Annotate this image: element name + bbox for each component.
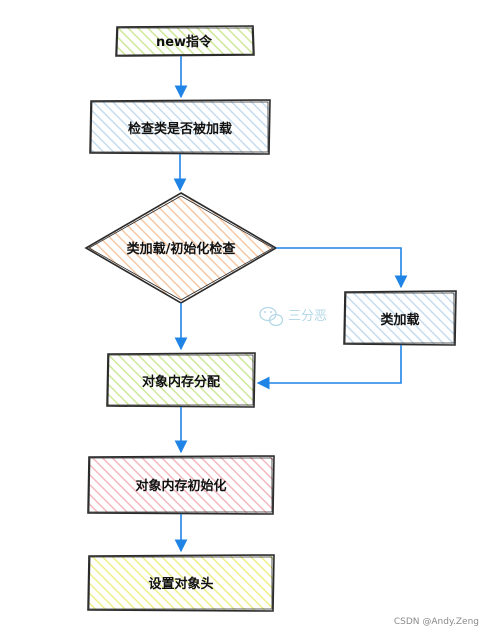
node-class-loading: 类加载 — [343, 290, 457, 346]
node-set-object-header-label: 设置对象头 — [148, 576, 213, 592]
node-memory-allocation-label: 对象内存分配 — [142, 374, 220, 390]
csdn-credit: CSDN @Andy.Zeng — [393, 617, 479, 627]
node-memory-allocation: 对象内存分配 — [106, 352, 256, 408]
node-new-instruction: new指令 — [115, 25, 255, 57]
node-check-class-loaded-label: 检查类是否被加载 — [128, 121, 232, 137]
node-new-instruction-label: new指令 — [156, 34, 213, 50]
watermark: 三分恶 — [259, 306, 327, 327]
watermark-text: 三分恶 — [288, 309, 327, 324]
arrow-class-loading-to-alloc — [256, 345, 402, 390]
wechat-icon — [259, 306, 284, 327]
node-set-object-header: 设置对象头 — [87, 554, 275, 612]
arrow-decision-to-class-loading — [276, 247, 408, 289]
node-decision-label: 类加载/初始化检查 — [127, 241, 237, 257]
node-check-class-loaded: 检查类是否被加载 — [89, 99, 271, 155]
node-decision-load-init-check: 类加载/初始化检查 — [84, 192, 278, 304]
node-memory-initialization-label: 对象内存初始化 — [135, 478, 226, 494]
node-memory-initialization: 对象内存初始化 — [87, 455, 275, 515]
node-class-loading-label: 类加载 — [380, 312, 419, 328]
